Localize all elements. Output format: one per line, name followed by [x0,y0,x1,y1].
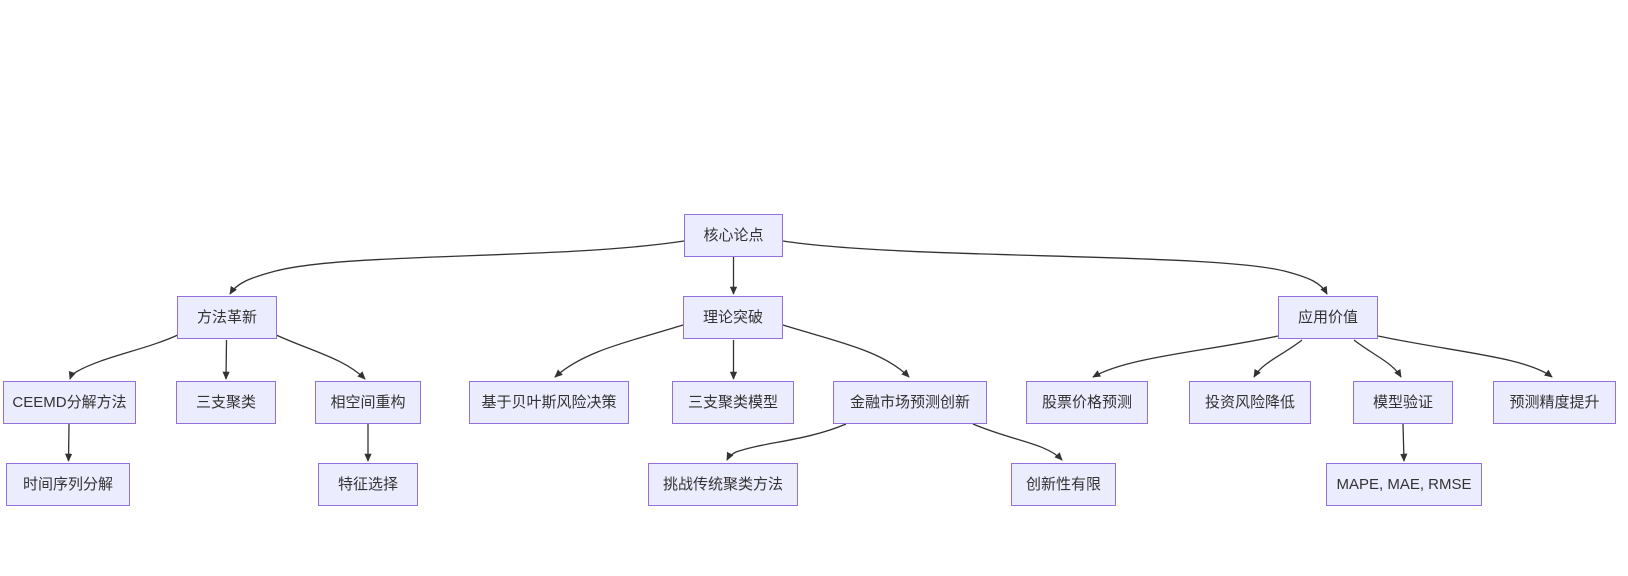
node-stock-price-prediction: 股票价格预测 [1026,381,1148,424]
node-time-series-decomposition: 时间序列分解 [6,463,130,506]
edge-theory-to-fininnov [782,324,910,378]
node-challenge-traditional-clustering: 挑战传统聚类方法 [648,463,798,506]
edge-core-to-method [229,240,685,295]
node-evaluation-metrics: MAPE, MAE, RMSE [1326,463,1482,506]
edge-ceemd-to-tsdecomp [64,423,73,462]
node-financial-market-forecast-innovation: 金融市场预测创新 [833,381,987,424]
node-forecast-precision-improvement: 预测精度提升 [1493,381,1616,424]
edge-application-to-risk [1253,339,1303,378]
edge-method-to-ceemd [68,333,181,380]
edge-fininnov-to-limited [972,423,1063,461]
node-model-validation: 模型验证 [1353,381,1453,424]
edge-application-to-precision [1377,335,1553,378]
node-three-way-clustering: 三支聚类 [176,381,276,424]
node-investment-risk-reduction: 投资风险降低 [1189,381,1311,424]
node-limited-innovation: 创新性有限 [1011,463,1116,506]
node-three-way-clustering-model: 三支聚类模型 [672,381,794,424]
node-core-thesis: 核心论点 [684,214,783,257]
node-feature-selection: 特征选择 [318,463,418,506]
edge-fininnov-to-challenge [726,423,847,461]
edge-core-to-application [782,240,1328,295]
edge-method-to-phasespace [273,333,366,380]
node-bayesian-risk-decision: 基于贝叶斯风险决策 [469,381,629,424]
edge-modelval-to-metrics [1400,423,1408,462]
edge-application-to-modelval [1353,339,1402,378]
edge-method-to-threeway [222,339,230,380]
node-method-innovation: 方法革新 [177,296,277,339]
edge-theory-to-bayes [554,324,684,378]
node-ceemd-decomposition: CEEMD分解方法 [3,381,136,424]
edge-application-to-stock [1092,335,1279,378]
node-theory-breakthrough: 理论突破 [683,296,783,339]
node-application-value: 应用价值 [1278,296,1378,339]
node-phase-space-reconstruction: 相空间重构 [315,381,421,424]
